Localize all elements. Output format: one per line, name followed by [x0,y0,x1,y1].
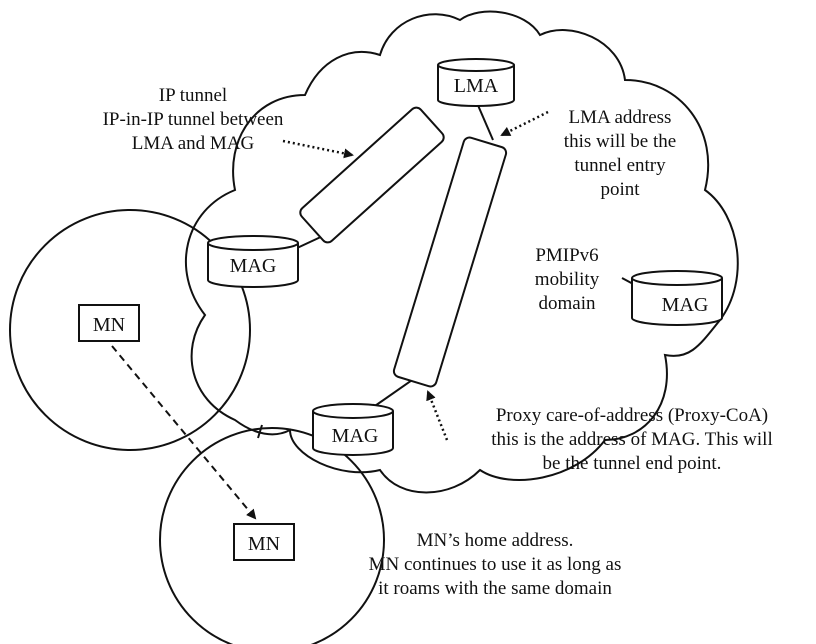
mag-right-label: MAG [662,294,709,316]
mn-top-node[interactable]: MN [78,304,140,342]
tunnel-main [392,136,508,388]
ip-tunnel-label-line-2: IP-in-IP tunnel between [103,109,284,130]
proxy-coa-label-line-2: this is the address of MAG. This will [491,429,772,450]
mag-bottom-access-area [159,427,385,644]
ip-tunnel-label-line-3: LMA and MAG [132,133,255,154]
domain-label-line-2: mobility [535,269,600,290]
mn-bottom-node[interactable]: MN [233,523,295,561]
lma-label: LMA [454,75,499,97]
home-address-label-line-2: MN continues to use it as long as [369,554,622,575]
lma-address-label-line-2: this will be the [564,131,676,152]
lma-node[interactable]: LMA [437,58,515,107]
mag-bottom-node[interactable]: MAG [312,403,394,456]
proxy-coa-callout-arrow [426,390,449,441]
proxy-coa-label-line-3: be the tunnel end point. [543,453,722,474]
domain-label-line-3: domain [539,293,596,314]
tunnel-left [299,106,445,244]
mag-bottom-tunnel-link [371,377,416,409]
lma-address-label: LMA address this will be the tunnel entr… [564,107,676,200]
mn-top-label: MN [93,314,125,336]
lma-address-label-line-3: tunnel entry [574,155,666,176]
mag-bottom-access-mark-left [257,424,263,439]
lma-address-callout-arrow [500,110,549,137]
lma-address-label-line-1: LMA address [569,107,672,128]
mag-left-node[interactable]: MAG [207,235,299,288]
mn-movement-arrow [111,345,257,520]
pmipv6-domain-cloud [184,10,739,494]
mn-bottom-label: MN [248,533,280,555]
mag-left-label: MAG [230,255,277,277]
proxy-coa-label-line-1: Proxy care-of-address (Proxy-CoA) [496,405,768,426]
home-address-label: MN’s home address. MN continues to use i… [369,530,622,599]
mag-right-node[interactable]: MAG [631,270,723,326]
lma-address-label-line-4: point [600,179,640,200]
ip-tunnel-label: IP tunnel IP-in-IP tunnel between LMA an… [103,85,284,154]
home-address-label-line-3: it roams with the same domain [378,578,612,599]
mag-left-access-area [9,209,251,451]
ip-tunnel-label-line-1: IP tunnel [159,85,227,106]
pmipv6-domain-label: PMIPv6 mobility domain [535,245,600,314]
domain-label-line-1: PMIPv6 [535,245,598,266]
mag-bottom-label: MAG [332,425,379,447]
ip-tunnel-callout-arrow [282,139,354,159]
home-address-label-line-1: MN’s home address. [417,530,574,551]
proxy-coa-label: Proxy care-of-address (Proxy-CoA) this i… [491,405,772,474]
lma-tunnel-link [476,102,494,141]
